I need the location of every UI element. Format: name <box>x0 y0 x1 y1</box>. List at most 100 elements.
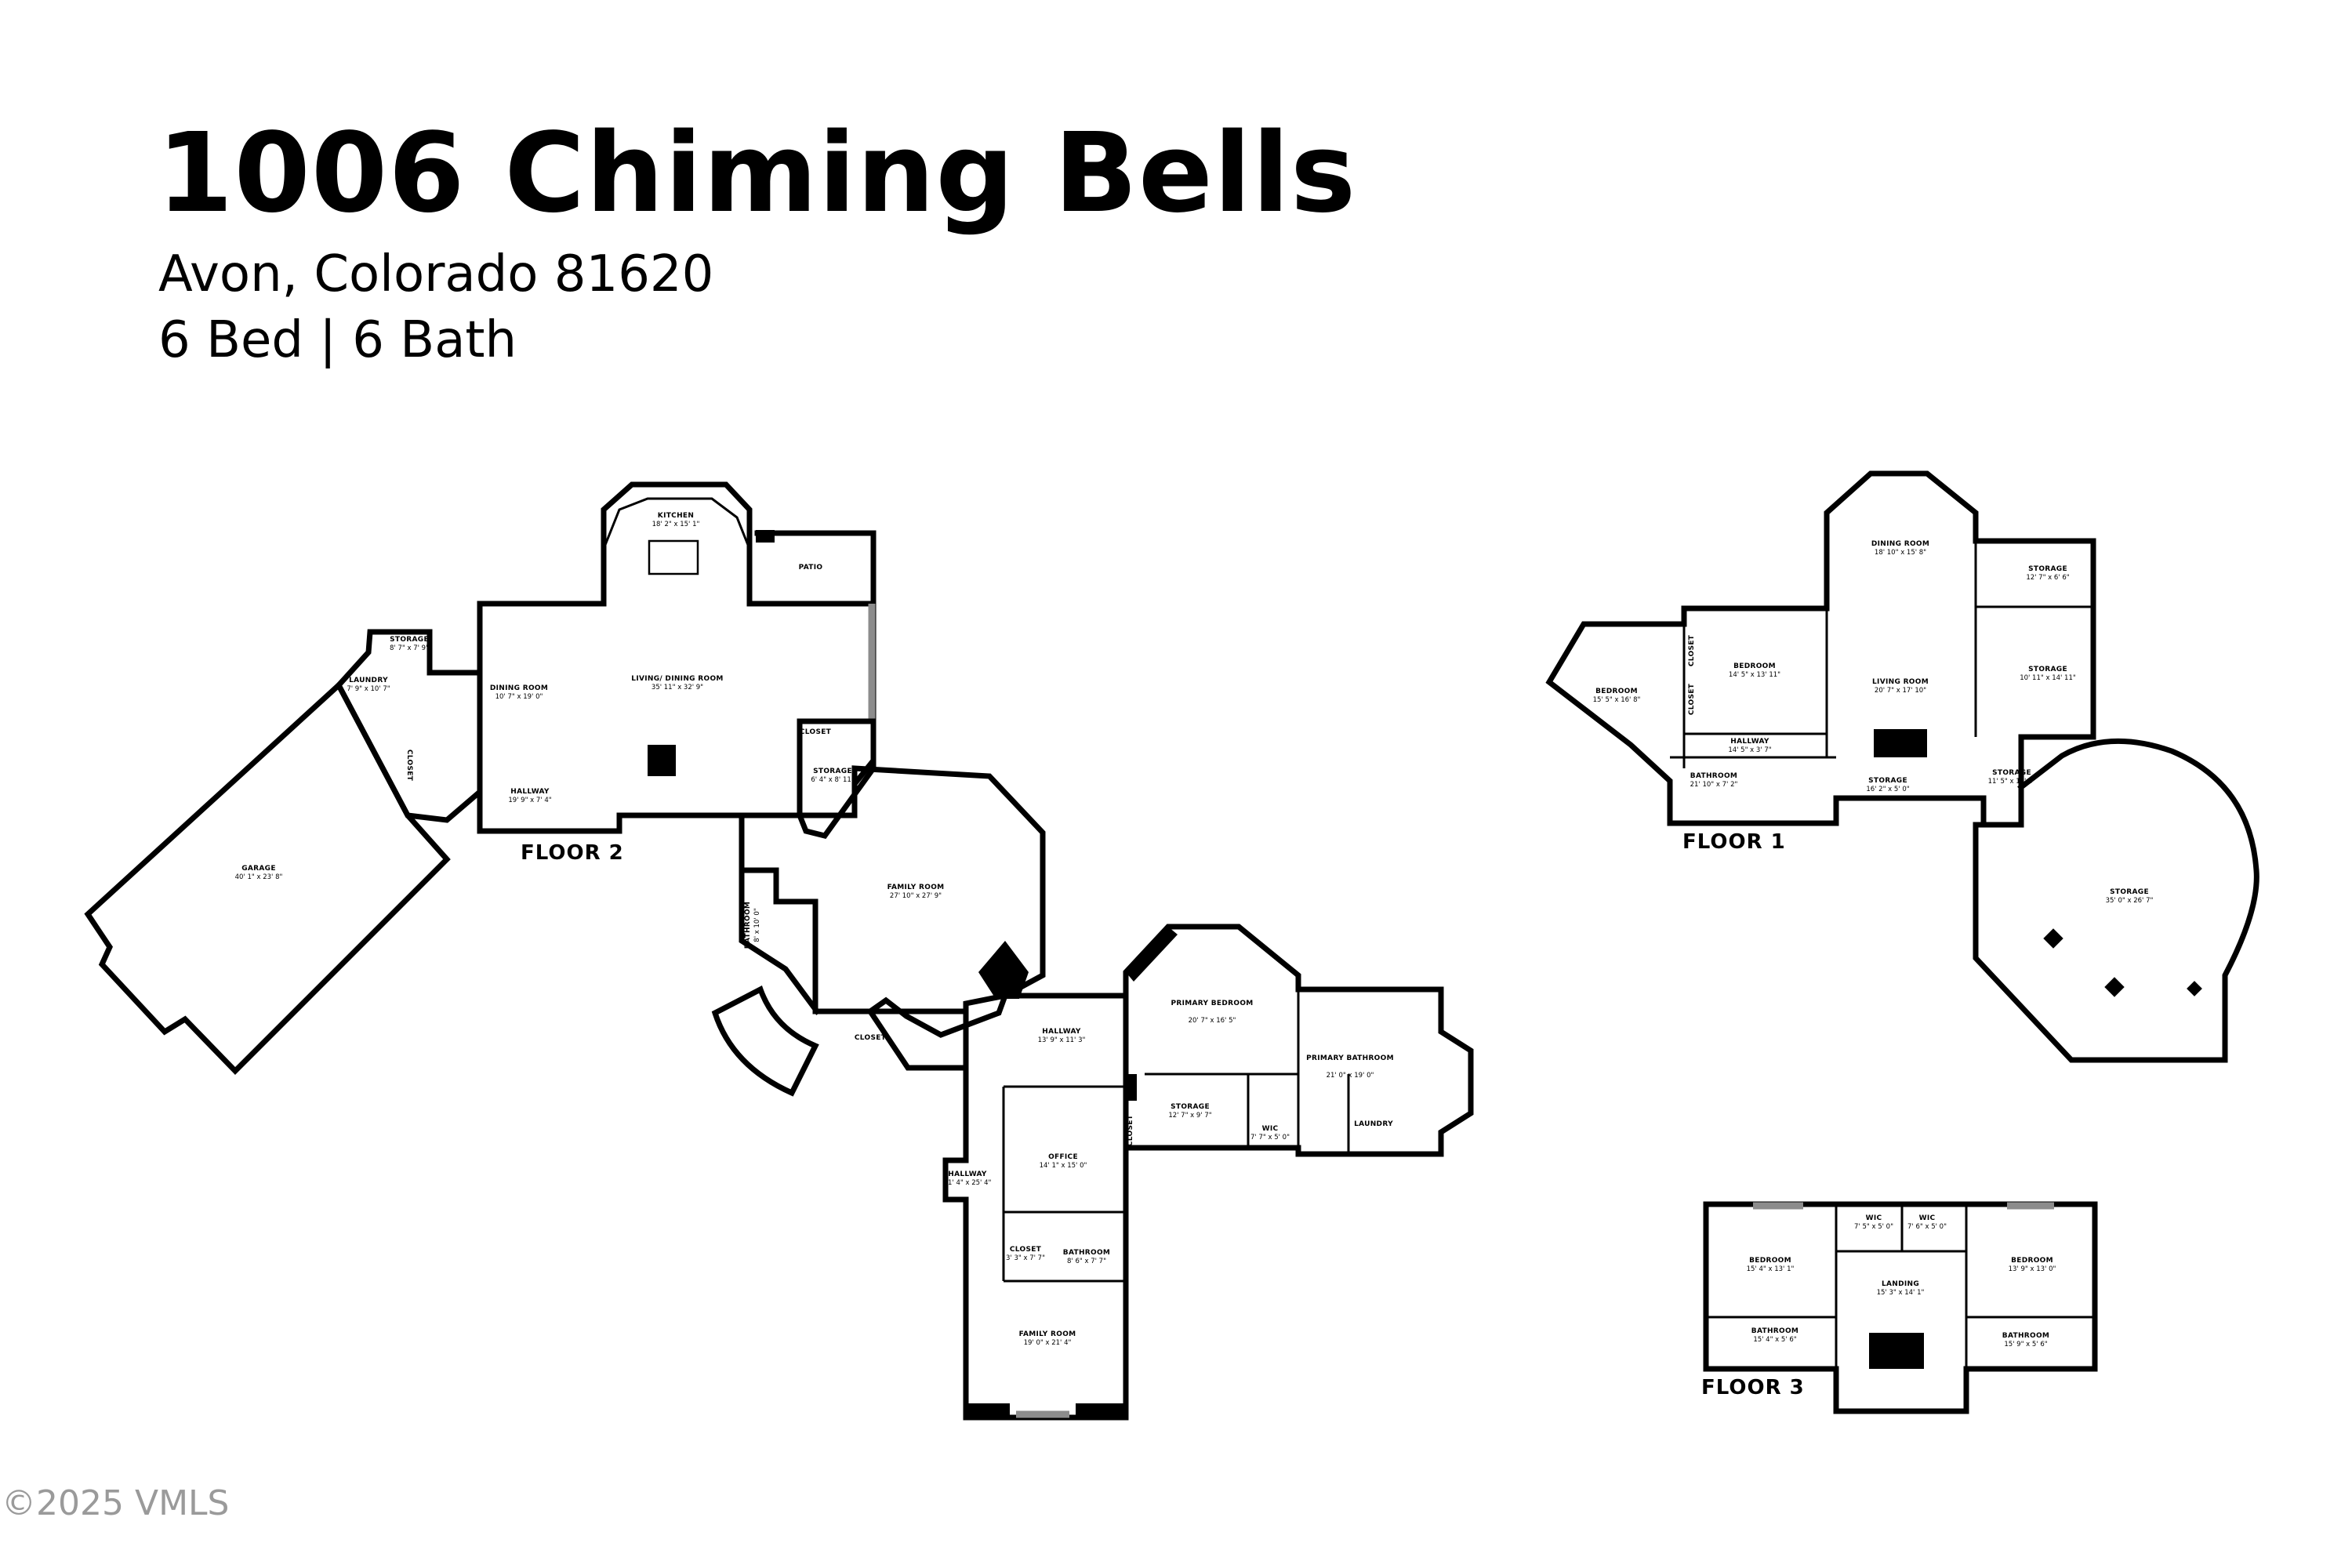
room-dims: 11' 5" x 10' 3" <box>1988 778 2036 786</box>
room-dims: 27' 10" x 27' 9" <box>890 892 942 900</box>
room-label: OFFICE <box>1048 1153 1078 1161</box>
room-label: STORAGE <box>2110 888 2149 896</box>
room-label: PATIO <box>799 564 823 572</box>
room-label: LAUNDRY <box>349 677 388 684</box>
room-label: CLOSET <box>1688 634 1696 666</box>
room-dims: 7' 5" x 5' 0" <box>1854 1223 1893 1231</box>
room-dims: 6' 4" x 8' 11" <box>811 776 854 784</box>
room-dims: 16' 2" x 5' 0" <box>1866 786 1909 793</box>
room-dims: 15' 3" x 14' 1" <box>1877 1289 1925 1297</box>
room-label: LANDING <box>1882 1280 1919 1288</box>
room-dims: 13' 9" x 11' 3" <box>1038 1036 1086 1044</box>
room-dims: 20' 7" x 16' 5" <box>1189 1017 1236 1025</box>
room-label: STORAGE <box>1171 1103 1210 1111</box>
room-label: FAMILY ROOM <box>887 884 945 891</box>
room-dims: 40' 1" x 23' 8" <box>235 873 283 881</box>
room-label: CLOSET <box>405 750 413 782</box>
room-dims: 10' 11" x 14' 11" <box>2020 674 2076 682</box>
room-label: FAMILY ROOM <box>1019 1330 1076 1338</box>
room-dims: 8' 7" x 7' 9" <box>390 644 429 652</box>
room-label: STORAGE <box>2028 565 2067 573</box>
room-dims: 15' 5" x 16' 8" <box>1593 696 1641 704</box>
floor-1-outer-walls <box>1545 470 2096 828</box>
room-label: HALLWAY <box>1042 1028 1081 1036</box>
family-room-walls <box>739 765 1046 1038</box>
room-label: HALLWAY <box>948 1171 987 1178</box>
room-dims: 18' 2" x 15' 1" <box>652 521 700 528</box>
room-dims: 13' 9" x 13' 0" <box>2009 1265 2056 1273</box>
room-dims: 12' 7" x 9' 7" <box>1168 1112 1211 1120</box>
room-dims: 15' 4" x 5' 6" <box>1753 1336 1796 1344</box>
room-dims: 14' 5" x 3' 7" <box>1728 746 1771 754</box>
floor-1-plan <box>1545 470 2259 1063</box>
listing-beds-baths: 6 Bed | 6 Bath <box>158 311 517 369</box>
primary-suite-corner <box>1126 927 1178 982</box>
room-dims: 19' 0" x 21' 4" <box>1024 1339 1072 1347</box>
fireplace-floor-1 <box>1874 729 1927 757</box>
room-label: WIC <box>1262 1125 1279 1133</box>
room-label: DINING ROOM <box>1871 540 1929 548</box>
room-dims: 3' 3" x 7' 7" <box>1006 1254 1045 1262</box>
room-dims: 7' 7" x 5' 0" <box>1250 1134 1290 1142</box>
room-label: BEDROOM <box>1733 662 1776 670</box>
room-dims: 35' 11" x 32' 9" <box>652 684 703 691</box>
kitchen-outline <box>602 497 751 550</box>
garage-walls <box>84 681 451 1075</box>
room-label: CLOSET <box>1010 1246 1042 1254</box>
lower-wing-walls <box>908 993 1129 1421</box>
room-dims: 7' 9" x 10' 7" <box>347 685 390 693</box>
room-label: HALLWAY <box>1730 738 1769 746</box>
room-label: GARAGE <box>241 865 276 873</box>
room-label: KITCHEN <box>658 512 694 520</box>
room-label: BATHROOM <box>744 902 752 949</box>
room-label: LAUNDRY <box>1354 1120 1393 1128</box>
room-dims: 8' x 10' 0" <box>753 908 761 942</box>
room-dims: 19' 9" x 7' 4" <box>508 797 551 804</box>
room-dims: 14' 1" x 15' 0" <box>1040 1162 1087 1170</box>
room-dims: 21' 0" x 19' 0" <box>1327 1072 1374 1080</box>
room-label: CLOSET <box>1127 1114 1134 1146</box>
room-dims: 7' 6" x 5' 0" <box>1907 1223 1947 1231</box>
floor-label-3: FLOOR 3 <box>1701 1376 1805 1399</box>
room-dims: 20' 7" x 17' 10" <box>1875 687 1926 695</box>
room-dims: 18' 10" x 15' 8" <box>1875 549 1926 557</box>
floor-label-2: FLOOR 2 <box>521 841 624 865</box>
room-label: CLOSET <box>800 728 832 736</box>
room-label: STORAGE <box>1868 777 1907 785</box>
room-dims: 35' 0" x 26' 7" <box>2106 897 2154 905</box>
room-label: CLOSET <box>855 1034 887 1042</box>
closet-block-walls <box>823 1008 969 1071</box>
copyright-watermark: ©2025 VMLS <box>2 1483 230 1523</box>
room-label: CLOSET <box>1688 683 1696 715</box>
listing-address: Avon, Colorado 81620 <box>158 245 714 303</box>
room-label: LIVING ROOM <box>1872 678 1929 686</box>
round-storage-walls <box>1973 738 2259 1063</box>
room-label: STORAGE <box>1992 769 2031 777</box>
room-label: WIC <box>1919 1214 1936 1222</box>
room-label: BATHROOM <box>1690 772 1737 780</box>
room-labels: KITCHEN 18' 2" x 15' 1" PATIO STORAGE 8'… <box>235 512 2154 1348</box>
floor-2-plan <box>84 481 1474 1421</box>
room-dims: 14' 5" x 13' 11" <box>1729 671 1780 679</box>
room-label: BEDROOM <box>1595 688 1638 695</box>
room-dims: 15' 9" x 5' 6" <box>2004 1341 2047 1348</box>
floor-label-1: FLOOR 1 <box>1682 830 1786 854</box>
patio-post <box>756 530 775 543</box>
bathroom-stub-walls <box>739 867 821 1015</box>
patio-walls <box>754 530 877 607</box>
floor-3-plan <box>1703 1201 2098 1414</box>
fireplace-floor-2 <box>648 745 676 776</box>
room-label: DINING ROOM <box>490 684 548 692</box>
room-label: STORAGE <box>390 636 429 644</box>
laundry-storage-walls <box>335 629 483 823</box>
room-label: BATHROOM <box>1751 1327 1798 1335</box>
room-dims: 12' 7" x 6' 6" <box>2026 574 2069 582</box>
listing-title: 1006 Chiming Bells <box>157 110 1357 238</box>
room-dims: 11' 4" x 25' 4" <box>944 1179 992 1187</box>
room-label: BATHROOM <box>2002 1332 2049 1340</box>
room-dims: 10' 7" x 19' 0" <box>495 693 543 701</box>
room-dims: 8' 6" x 7' 7" <box>1067 1258 1106 1265</box>
room-label: BATHROOM <box>1063 1249 1110 1257</box>
room-dims: 21' 10" x 7' 2" <box>1690 781 1738 789</box>
room-dims: 15' 4" x 13' 1" <box>1747 1265 1795 1273</box>
